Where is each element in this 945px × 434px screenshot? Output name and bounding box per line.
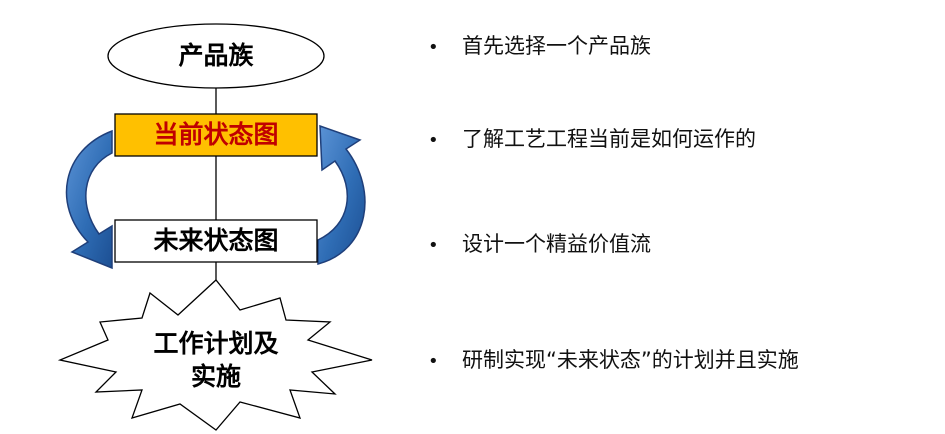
left-curved-arrow: [65, 129, 113, 270]
current-state-label: 当前状态图: [153, 120, 278, 149]
explanation-list: • 首先选择一个产品族 • 了解工艺工程当前是如何运作的 • 设计一个精益价值流 • 研…: [428, 0, 938, 434]
product-family-label: 产品族: [178, 41, 254, 70]
work-plan-starburst-node: [57, 279, 373, 431]
bullet-marker: •: [428, 351, 439, 372]
bullet-item-2: • 了解工艺工程当前是如何运作的: [428, 123, 938, 155]
current-state-node: [114, 113, 318, 157]
bullet-item-1: • 首先选择一个产品族: [428, 30, 938, 62]
bullet-marker: •: [428, 235, 439, 256]
right-curved-arrow: [317, 124, 366, 265]
work-plan-label-line1: 工作计划及: [153, 329, 278, 358]
bullet-text: 了解工艺工程当前是如何运作的: [462, 127, 756, 151]
bullet-item-3: • 设计一个精益价值流: [428, 228, 938, 260]
future-state-node: [114, 219, 318, 263]
product-family-node: [107, 23, 325, 89]
bullet-text: 设计一个精益价值流: [462, 232, 651, 256]
bullet-marker: •: [428, 130, 439, 151]
bullet-marker: •: [428, 37, 439, 58]
bullet-text: 首先选择一个产品族: [462, 34, 651, 58]
bullet-item-4: • 研制实现“未来状态”的计划并且实施: [428, 344, 938, 376]
future-state-label: 未来状态图: [153, 226, 278, 255]
work-plan-label-line2: 实施: [191, 362, 241, 391]
bullet-text: 研制实现“未来状态”的计划并且实施: [462, 348, 799, 372]
